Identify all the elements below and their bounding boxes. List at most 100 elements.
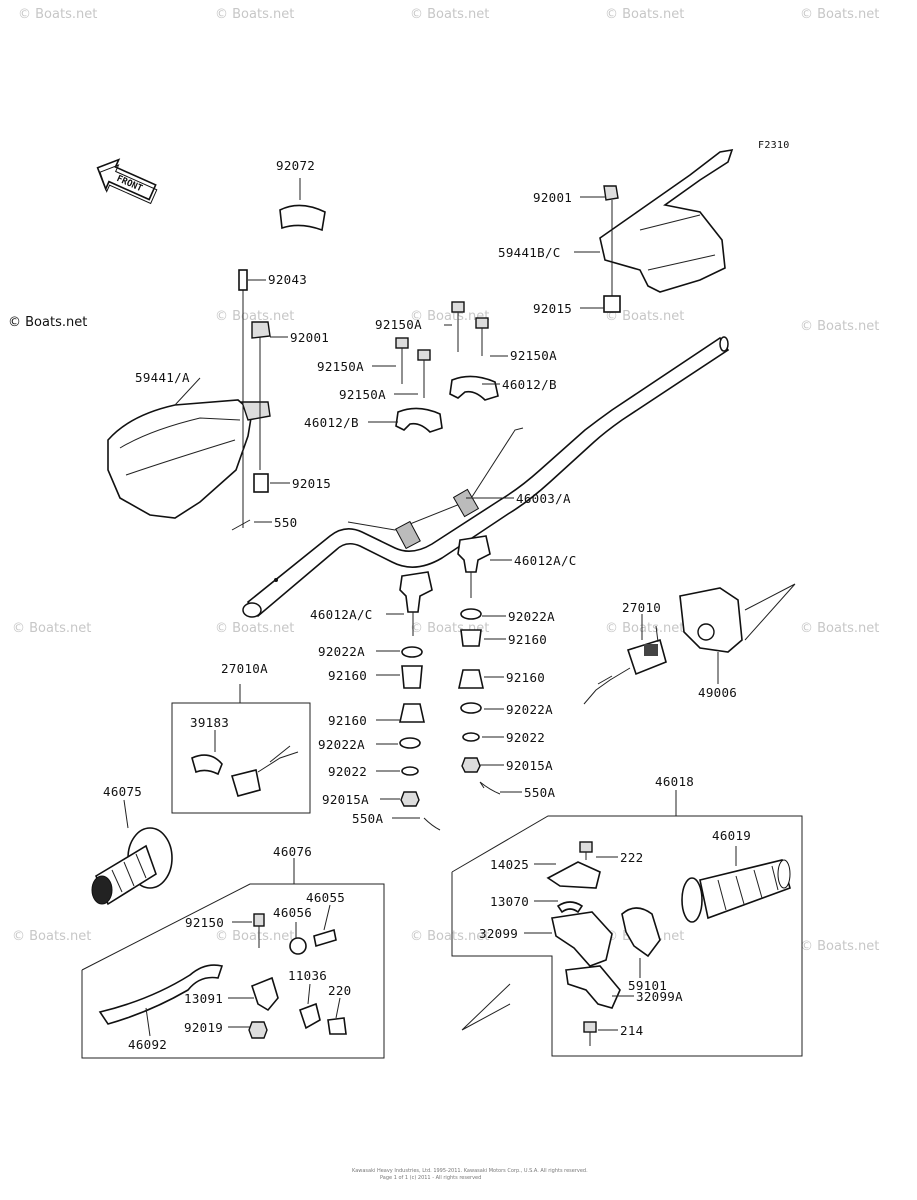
kill-switch-27010-part xyxy=(583,625,667,705)
handguard-left-part xyxy=(107,269,271,531)
part-label: 39183 xyxy=(190,715,229,730)
group-27010a-box xyxy=(171,702,311,814)
part-label: 46012A/C xyxy=(514,553,577,568)
throttle-46018-parts xyxy=(546,841,661,1046)
watermark-text: © Boats.net xyxy=(800,319,879,334)
part-label: 92043 xyxy=(268,272,307,287)
part-label: 27010 xyxy=(622,600,661,615)
watermark-text: © Boats.net xyxy=(215,7,294,22)
watermarks: © Boats.net © Boats.net © Boats.net © Bo… xyxy=(12,7,879,954)
part-label: 92022A xyxy=(318,737,365,752)
part-label: 14025 xyxy=(490,857,529,872)
watermark-text: © Boats.net xyxy=(800,7,879,22)
switch-mount-49006-part xyxy=(679,583,796,653)
part-label: 32099 xyxy=(479,926,518,941)
clip-92072-part xyxy=(279,178,326,232)
part-label: 92150A xyxy=(510,348,557,363)
part-label: 550A xyxy=(524,785,555,800)
part-label: 92150A xyxy=(375,317,422,332)
throttle-grip-46019-part xyxy=(681,859,791,923)
part-label: 59101 xyxy=(628,978,667,993)
group-46018-box xyxy=(451,815,803,1057)
part-label: 92150A xyxy=(339,387,386,402)
part-label: 46075 xyxy=(103,784,142,799)
part-label: 46003/A xyxy=(516,491,571,506)
front-arrow-icon: FRONT xyxy=(96,158,158,205)
part-label: 92015A xyxy=(322,792,369,807)
part-label: 46019 xyxy=(712,828,751,843)
part-labels: 92072 92043 92001 59441/A 92015 550 9200… xyxy=(103,158,751,1052)
part-label: 92001 xyxy=(290,330,329,345)
riser-left-part xyxy=(399,571,433,636)
figure-id: F2310 xyxy=(758,140,790,151)
riser-right-part xyxy=(457,535,491,598)
watermark-text: © Boats.net xyxy=(605,621,684,636)
part-label: 92019 xyxy=(184,1020,223,1035)
part-label: 46018 xyxy=(655,774,694,789)
watermark-text: © Boats.net xyxy=(18,7,97,22)
watermark-text: © Boats.net xyxy=(410,929,489,944)
mount-stack-left-parts xyxy=(399,646,441,831)
part-label: 46092 xyxy=(128,1037,167,1052)
watermark-text: © Boats.net xyxy=(215,929,294,944)
part-label: 92022A xyxy=(506,702,553,717)
part-label: 92022 xyxy=(328,764,367,779)
handguard-right-part xyxy=(599,148,734,313)
watermark-dark: © Boats.net xyxy=(8,315,87,330)
part-label: 92160 xyxy=(328,713,367,728)
part-label: 92022A xyxy=(318,644,365,659)
part-label: 59441B/C xyxy=(498,245,561,260)
part-label: 92001 xyxy=(533,190,572,205)
bolts-92150a-part xyxy=(395,301,489,398)
grip-46075-part xyxy=(91,827,173,906)
watermark-text: © Boats.net xyxy=(800,621,879,636)
part-label: 92015 xyxy=(292,476,331,491)
part-label: 32099A xyxy=(636,989,683,1004)
clamp-46012b-lower-part xyxy=(395,407,443,433)
handlebar-part xyxy=(242,336,730,618)
part-label: 92150 xyxy=(185,915,224,930)
part-label: 46055 xyxy=(306,890,345,905)
watermark-text: © Boats.net xyxy=(410,7,489,22)
group-46076-box xyxy=(81,883,385,1059)
part-label: 46012/B xyxy=(502,377,557,392)
part-label: 13070 xyxy=(490,894,529,909)
part-label: 27010A xyxy=(221,661,268,676)
mount-stack-right-parts xyxy=(458,608,501,795)
footer-copyright: Kawasaki Heavy Industries, Ltd. 1995-201… xyxy=(352,1168,588,1174)
part-label: 92160 xyxy=(508,632,547,647)
part-label: 92072 xyxy=(276,158,315,173)
part-label: 46012A/C xyxy=(310,607,373,622)
watermark-text: © Boats.net xyxy=(215,309,294,324)
switch-27010a-part xyxy=(191,745,299,797)
watermark-text: © Boats.net xyxy=(12,621,91,636)
clamp-46012b-upper-part xyxy=(449,375,499,401)
part-label: 92022A xyxy=(508,609,555,624)
clutch-lever-46092-part xyxy=(98,913,347,1039)
part-label: 59441/A xyxy=(135,370,190,385)
part-label: 92015A xyxy=(506,758,553,773)
watermark-text: © Boats.net xyxy=(12,929,91,944)
footer-page: Page 1 of 1 (c) 2011 - All rights reserv… xyxy=(380,1175,481,1181)
part-label: 220 xyxy=(328,983,351,998)
watermark-text: © Boats.net xyxy=(605,7,684,22)
leader-lines xyxy=(123,196,737,1037)
part-label: 92150A xyxy=(317,359,364,374)
part-label: 550 xyxy=(274,515,297,530)
watermark-text: © Boats.net xyxy=(410,309,489,324)
part-label: 13091 xyxy=(184,991,223,1006)
part-label: 222 xyxy=(620,850,643,865)
watermark-text: © Boats.net xyxy=(800,939,879,954)
part-label: 92015 xyxy=(533,301,572,316)
part-label: 550A xyxy=(352,811,383,826)
watermark-text: © Boats.net xyxy=(215,621,294,636)
part-label: 92022 xyxy=(506,730,545,745)
part-label: 92160 xyxy=(328,668,367,683)
part-label: 214 xyxy=(620,1023,643,1038)
pointer-line xyxy=(461,983,511,1031)
part-label: 11036 xyxy=(288,968,327,983)
part-label: 92160 xyxy=(506,670,545,685)
part-label: 46012/B xyxy=(304,415,359,430)
part-label: 49006 xyxy=(698,685,737,700)
